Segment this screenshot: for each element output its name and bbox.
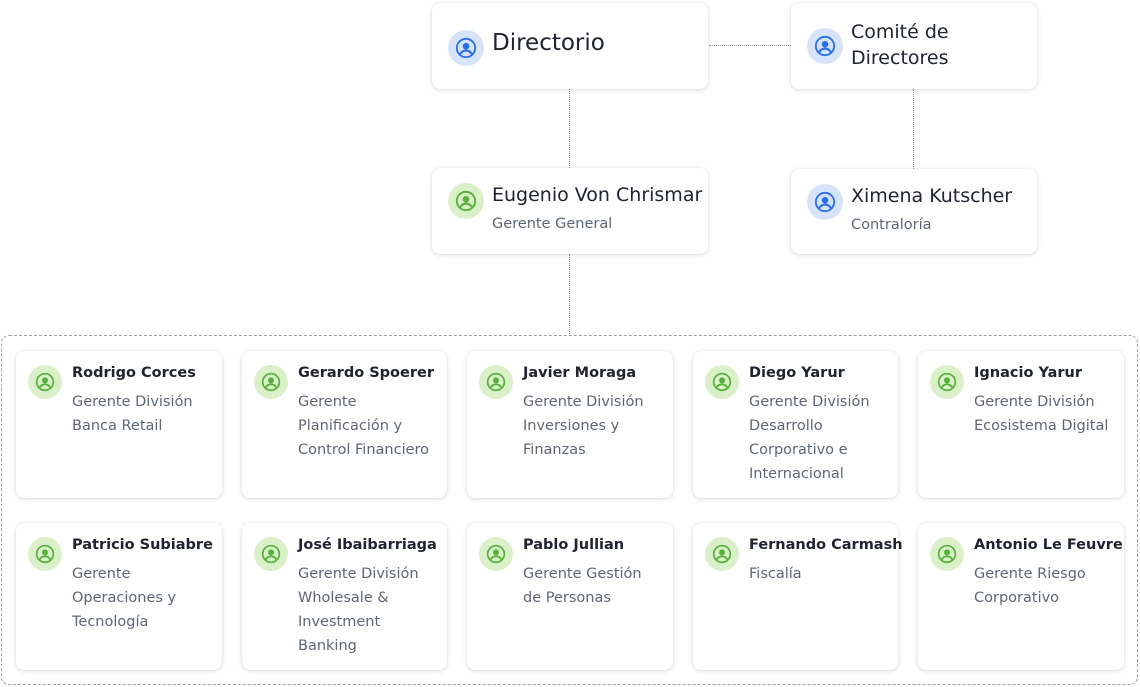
manager-name: Gerardo Spoerer	[298, 365, 434, 381]
manager-name: Antonio Le Feuvre	[974, 537, 1123, 553]
manager-role: Gerente División Wholesale & Investment …	[298, 566, 419, 654]
ceo-role: Gerente General	[492, 216, 613, 232]
user-circle-icon	[930, 537, 964, 571]
manager-name: Rodrigo Corces	[72, 365, 196, 381]
manager-name: Diego Yarur	[749, 365, 845, 381]
ceo-card[interactable]: Eugenio Von Chrismar Gerente General	[432, 168, 708, 254]
user-circle-icon	[28, 537, 62, 571]
user-circle-icon	[705, 537, 739, 571]
user-circle-icon	[807, 28, 843, 64]
manager-card[interactable]: Javier Moraga Gerente División Inversion…	[467, 351, 673, 498]
ceo-managers-connector	[569, 254, 570, 336]
comptroller-name: Ximena Kutscher	[851, 185, 1013, 207]
manager-card[interactable]: Antonio Le Feuvre Gerente Riesgo Corpora…	[918, 523, 1124, 670]
manager-role: Gerente División Banca Retail	[72, 394, 193, 434]
managers-group	[1, 335, 1138, 685]
user-circle-icon	[705, 365, 739, 399]
board-title: Directorio	[492, 30, 605, 56]
manager-card[interactable]: Diego Yarur Gerente División Desarrollo …	[693, 351, 898, 498]
comptroller-card[interactable]: Ximena Kutscher Contraloría	[791, 169, 1037, 254]
manager-card[interactable]: Fernando Carmash Fiscalía	[693, 523, 903, 670]
manager-role: Gerente Gestión de Personas	[523, 566, 642, 606]
manager-card[interactable]: José Ibaibarriaga Gerente División Whole…	[242, 523, 447, 670]
user-circle-icon	[479, 537, 513, 571]
manager-card[interactable]: Patricio Subiabre Gerente Operaciones y …	[16, 523, 222, 670]
committee-card[interactable]: Comité de Directores	[791, 3, 1037, 89]
board-committee-connector	[709, 45, 791, 46]
manager-role: Gerente División Desarrollo Corporativo …	[749, 394, 870, 482]
user-circle-icon	[807, 184, 843, 220]
manager-card[interactable]: Rodrigo Corces Gerente División Banca Re…	[16, 351, 222, 498]
manager-role: Gerente Planificación y Control Financie…	[298, 394, 430, 458]
board-ceo-connector	[569, 89, 570, 168]
user-circle-icon	[28, 365, 62, 399]
manager-name: Ignacio Yarur	[974, 365, 1083, 381]
user-circle-icon	[930, 365, 964, 399]
ceo-name: Eugenio Von Chrismar	[492, 184, 703, 206]
manager-card[interactable]: Gerardo Spoerer Gerente Planificación y …	[242, 351, 447, 498]
manager-role: Gerente División Ecosistema Digital	[974, 394, 1109, 434]
manager-role: Gerente Operaciones y Tecnología	[72, 566, 177, 630]
committee-comptroller-connector	[913, 89, 914, 169]
manager-name: Javier Moraga	[523, 365, 637, 381]
user-circle-icon	[448, 30, 484, 66]
manager-card[interactable]: Pablo Jullian Gerente Gestión de Persona…	[467, 523, 673, 670]
manager-name: Patricio Subiabre	[72, 537, 213, 553]
board-card[interactable]: Directorio	[432, 3, 708, 89]
user-circle-icon	[254, 537, 288, 571]
manager-name: José Ibaibarriaga	[298, 537, 437, 553]
manager-role: Gerente División Inversiones y Finanzas	[523, 394, 644, 458]
committee-title: Comité de Directores	[851, 21, 949, 69]
manager-name: Fernando Carmash	[749, 537, 903, 553]
comptroller-role: Contraloría	[851, 217, 932, 233]
manager-name: Pablo Jullian	[523, 537, 625, 553]
user-circle-icon	[448, 183, 484, 219]
manager-card[interactable]: Ignacio Yarur Gerente División Ecosistem…	[918, 351, 1124, 498]
user-circle-icon	[254, 365, 288, 399]
manager-role: Fiscalía	[749, 566, 802, 582]
user-circle-icon	[479, 365, 513, 399]
manager-role: Gerente Riesgo Corporativo	[974, 566, 1086, 606]
